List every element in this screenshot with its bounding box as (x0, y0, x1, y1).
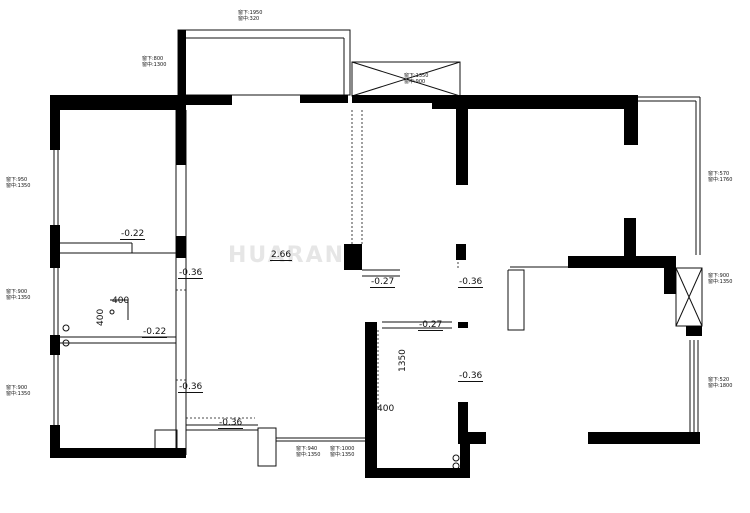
window-note-1-l2: 窗中:320 (238, 16, 260, 22)
window-note-6-l1: 窗下:900 (6, 289, 28, 295)
window-note-4-l1: 窗下:570 (708, 171, 730, 177)
window-note-1: 窗下:1950 窗中:320 (238, 10, 262, 22)
window-note-8-l1: 窗下:900 (708, 273, 730, 279)
window-note-9-l2: 窗中:1800 (708, 383, 733, 389)
window-note-7-l2: 窗中:1350 (6, 391, 31, 397)
level-mark-4: -0.22 (142, 327, 168, 338)
level-mark-8: -0.36 (458, 277, 484, 288)
window-note-5: 窗下:950 窗中:1350 (6, 177, 30, 189)
window-note-2-l1: 窗下:800 (142, 56, 164, 62)
window-note-5-l1: 窗下:950 (6, 177, 28, 183)
window-note-3-l1: 窗下:1350 (404, 73, 429, 79)
window-note-2-l2: 窗中:1300 (142, 62, 167, 68)
wall-lines (53, 29, 703, 470)
window-note-4: 窗下:570 窗中:1760 (708, 171, 732, 183)
window-note-6-l2: 窗中:1350 (6, 295, 31, 301)
dimension-2: 400 (96, 308, 106, 326)
window-note-8-l2: 窗中:1350 (708, 279, 733, 285)
watermark: HUARAN (228, 243, 346, 268)
window-note-11-l2: 窗中:1350 (330, 452, 355, 458)
dimension-4: 400 (377, 404, 395, 414)
level-mark-2: 2.66 (270, 250, 293, 261)
level-mark-10: -0.36 (458, 371, 484, 382)
level-mark-9: -0.27 (418, 320, 444, 331)
window-note-11: 窗下:1000 窗中:1350 (330, 446, 354, 458)
wall-fills (50, 30, 702, 478)
window-note-1-l1: 窗下:1950 (238, 10, 263, 16)
window-note-8: 窗下:900 窗中:1350 (708, 273, 732, 285)
dimension-1: 400 (112, 296, 130, 306)
window-note-11-l1: 窗下:1000 (330, 446, 355, 452)
window-note-10-l1: 窗下:940 (296, 446, 318, 452)
window-note-7: 窗下:900 窗中:1350 (6, 385, 30, 397)
window-note-3-l2: 窗中:900 (404, 79, 426, 85)
window-note-6: 窗下:900 窗中:1350 (6, 289, 30, 301)
window-note-5-l2: 窗中:1350 (6, 183, 31, 189)
level-mark-5: -0.36 (178, 382, 204, 393)
window-note-4-l2: 窗中:1760 (708, 177, 733, 183)
window-note-10: 窗下:940 窗中:1350 (296, 446, 320, 458)
level-mark-3: -0.36 (178, 268, 204, 279)
level-mark-6: -0.36 (218, 418, 244, 429)
window-note-10-l2: 窗中:1350 (296, 452, 321, 458)
window-note-9: 窗下:520 窗中:1800 (708, 377, 732, 389)
window-note-9-l1: 窗下:520 (708, 377, 730, 383)
window-note-2: 窗下:800 窗中:1300 (142, 56, 166, 68)
level-mark-7: -0.27 (370, 277, 396, 288)
window-note-3: 窗下:1350 窗中:900 (404, 73, 428, 85)
window-note-7-l1: 窗下:900 (6, 385, 28, 391)
dimension-3: 1350 (398, 349, 408, 372)
level-mark-1: -0.22 (120, 229, 146, 240)
